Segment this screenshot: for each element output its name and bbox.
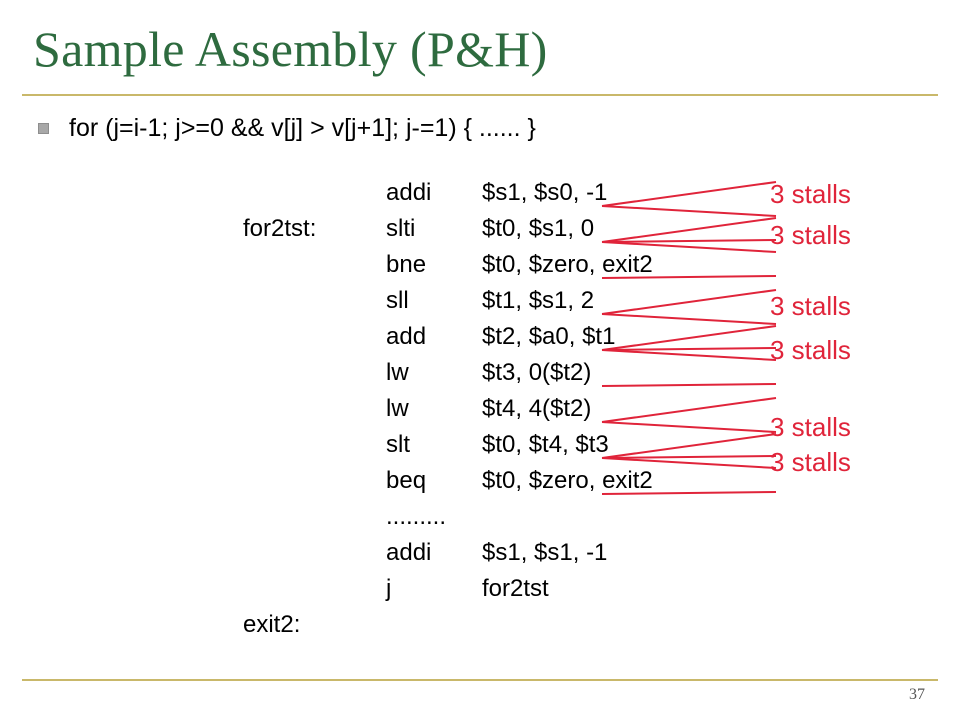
stall-line <box>601 239 777 243</box>
code-opcode: add <box>386 323 427 350</box>
code-line: beq $t0, $zero, exit2 <box>0 463 960 499</box>
code-label: exit2: <box>243 611 301 638</box>
stall-label: 3 stalls <box>770 291 851 321</box>
page-number: 37 <box>909 686 925 703</box>
code-line: ......... <box>0 499 960 535</box>
code-operands: $t1, $s1, 2 <box>482 287 595 314</box>
code-line: j for2tst <box>0 571 960 607</box>
title-divider <box>22 94 938 96</box>
code-operands: $t2, $a0, $t1 <box>482 323 616 350</box>
code-opcode: bne <box>386 251 427 278</box>
code-operands: $t0, $zero, exit2 <box>482 251 653 278</box>
code-operands: $s1, $s1, -1 <box>482 539 608 566</box>
stall-line <box>601 349 777 361</box>
code-line: for2tst: slti $t0, $s1, 0 <box>0 211 960 247</box>
code-line: sll $t1, $s1, 2 <box>0 283 960 319</box>
code-line: lw $t3, 0($t2) <box>0 355 960 391</box>
code-line: lw $t4, 4($t2) <box>0 391 960 427</box>
code-opcode: addi <box>386 539 432 566</box>
stall-line <box>601 455 777 459</box>
code-opcode: sll <box>386 287 409 314</box>
stall-label: 3 stalls <box>770 412 851 442</box>
stall-line <box>601 397 777 423</box>
code-operands: $t0, $s1, 0 <box>482 215 595 242</box>
code-line: bne $t0, $zero, exit2 <box>0 247 960 283</box>
stall-line <box>601 347 777 351</box>
bullet-text: for (j=i-1; j>=0 && v[j] > v[j+1]; j-=1)… <box>69 114 536 142</box>
code-label: for2tst: <box>243 215 317 242</box>
stall-line <box>601 457 777 469</box>
footer-divider <box>22 679 938 681</box>
stall-line <box>601 325 777 351</box>
slide-title: Sample Assembly (P&H) <box>33 21 548 77</box>
stall-line <box>601 275 777 279</box>
stall-line <box>601 289 777 315</box>
stall-label: 3 stalls <box>770 447 851 477</box>
code-opcode: addi <box>386 179 432 206</box>
stall-line <box>601 313 777 325</box>
stall-line <box>601 421 777 433</box>
code-operands: $t4, 4($t2) <box>482 395 592 422</box>
code-opcode: beq <box>386 467 427 494</box>
bullet-item: for (j=i-1; j>=0 && v[j] > v[j+1]; j-=1)… <box>38 114 536 143</box>
code-operands: $s1, $s0, -1 <box>482 179 608 206</box>
code-operands: $t0, $t4, $t3 <box>482 431 609 458</box>
stall-line <box>601 205 777 217</box>
code-opcode: slti <box>386 215 416 242</box>
stall-label: 3 stalls <box>770 335 851 365</box>
code-opcode: slt <box>386 431 410 458</box>
stall-line <box>601 491 777 495</box>
stall-line <box>601 241 777 253</box>
stall-line <box>601 433 777 459</box>
code-line: addi $s1, $s0, -1 <box>0 175 960 211</box>
code-opcode: lw <box>386 359 409 386</box>
square-bullet-icon <box>38 123 49 134</box>
code-opcode: j <box>386 575 392 602</box>
code-operands: $t0, $zero, exit2 <box>482 467 653 494</box>
stall-line <box>601 217 777 243</box>
code-line: slt $t0, $t4, $t3 <box>0 427 960 463</box>
code-operands: for2tst <box>482 575 549 602</box>
code-line: add $t2, $a0, $t1 <box>0 319 960 355</box>
code-line: addi $s1, $s1, -1 <box>0 535 960 571</box>
stall-line <box>601 383 777 387</box>
stall-line <box>601 181 777 207</box>
code-opcode: ......... <box>386 503 447 530</box>
stall-label: 3 stalls <box>770 220 851 250</box>
code-operands: $t3, 0($t2) <box>482 359 592 386</box>
stall-label: 3 stalls <box>770 179 851 209</box>
code-line: exit2: <box>0 607 960 643</box>
code-opcode: lw <box>386 395 409 422</box>
